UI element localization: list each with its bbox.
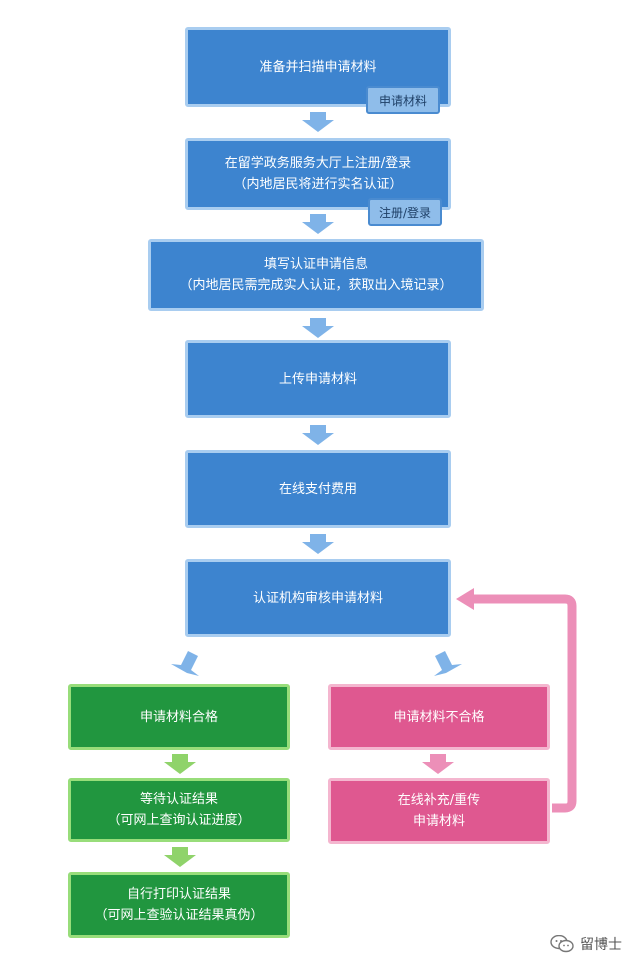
- step-register-line1: 在留学政务服务大厅上注册/登录: [224, 156, 412, 171]
- tag-register-login: 注册/登录: [368, 198, 442, 226]
- step-upload-text: 上传申请材料: [278, 371, 357, 387]
- watermark-text: 留博士: [580, 937, 622, 953]
- arrow-fill-to-upload: [302, 318, 334, 338]
- step-pay-online: 在线支付费用: [185, 450, 451, 528]
- arrow-upload-to-pay: [302, 425, 334, 445]
- step-unqualified: 申请材料不合格: [328, 684, 550, 750]
- step-review-text: 认证机构审核申请材料: [252, 590, 383, 606]
- step-pay-text: 在线支付费用: [278, 481, 357, 497]
- arrow-wait-to-print: [164, 847, 196, 867]
- arrow-register-to-fill: [302, 214, 334, 234]
- wechat-icon: [550, 935, 574, 953]
- watermark: 留博士: [550, 934, 622, 954]
- step-print-line1: 自行打印认证结果: [126, 887, 231, 902]
- step-scan-text: 准备并扫描申请材料: [259, 59, 377, 75]
- arrow-resubmit-loop: [472, 594, 577, 813]
- tag-register-text: 注册/登录: [378, 205, 432, 220]
- step-fill-line2: （内地居民需完成实人认证，获取出入境记录）: [179, 278, 453, 293]
- step-register-line2: （内地居民将进行实名认证）: [233, 177, 403, 192]
- step-unqualified-text: 申请材料不合格: [393, 709, 485, 725]
- step-resubmit: 在线补充/重传 申请材料: [328, 778, 550, 844]
- tag-materials: 申请材料: [366, 86, 440, 114]
- arrow-loop-head: [456, 588, 474, 610]
- arrow-scan-to-register: [302, 112, 334, 132]
- step-wait-result: 等待认证结果 （可网上查询认证进度）: [68, 778, 290, 842]
- step-wait-line1: 等待认证结果: [139, 792, 218, 807]
- step-qualified-text: 申请材料合格: [139, 709, 218, 725]
- step-fill-info: 填写认证申请信息 （内地居民需完成实人认证，获取出入境记录）: [148, 239, 484, 311]
- tag-materials-text: 申请材料: [378, 93, 427, 108]
- step-print-result: 自行打印认证结果 （可网上查验认证结果真伪）: [68, 872, 290, 938]
- arrow-qualified-to-wait: [164, 754, 196, 774]
- arrow-pay-to-review: [302, 534, 334, 554]
- step-review: 认证机构审核申请材料: [185, 559, 451, 637]
- step-qualified: 申请材料合格: [68, 684, 290, 750]
- step-wait-line2: （可网上查询认证进度）: [107, 813, 251, 828]
- step-resubmit-line2: 申请材料: [412, 814, 465, 829]
- step-fill-line1: 填写认证申请信息: [263, 257, 368, 272]
- step-scan-materials: 准备并扫描申请材料: [185, 27, 451, 107]
- arrow-unqualified-to-resubmit: [422, 754, 454, 774]
- step-print-line2: （可网上查验认证结果真伪）: [94, 908, 264, 923]
- arrow-review-to-qualified: [171, 651, 199, 676]
- step-resubmit-line1: 在线补充/重传: [397, 793, 481, 808]
- arrow-review-to-unqualified: [434, 651, 462, 676]
- step-upload-materials: 上传申请材料: [185, 340, 451, 418]
